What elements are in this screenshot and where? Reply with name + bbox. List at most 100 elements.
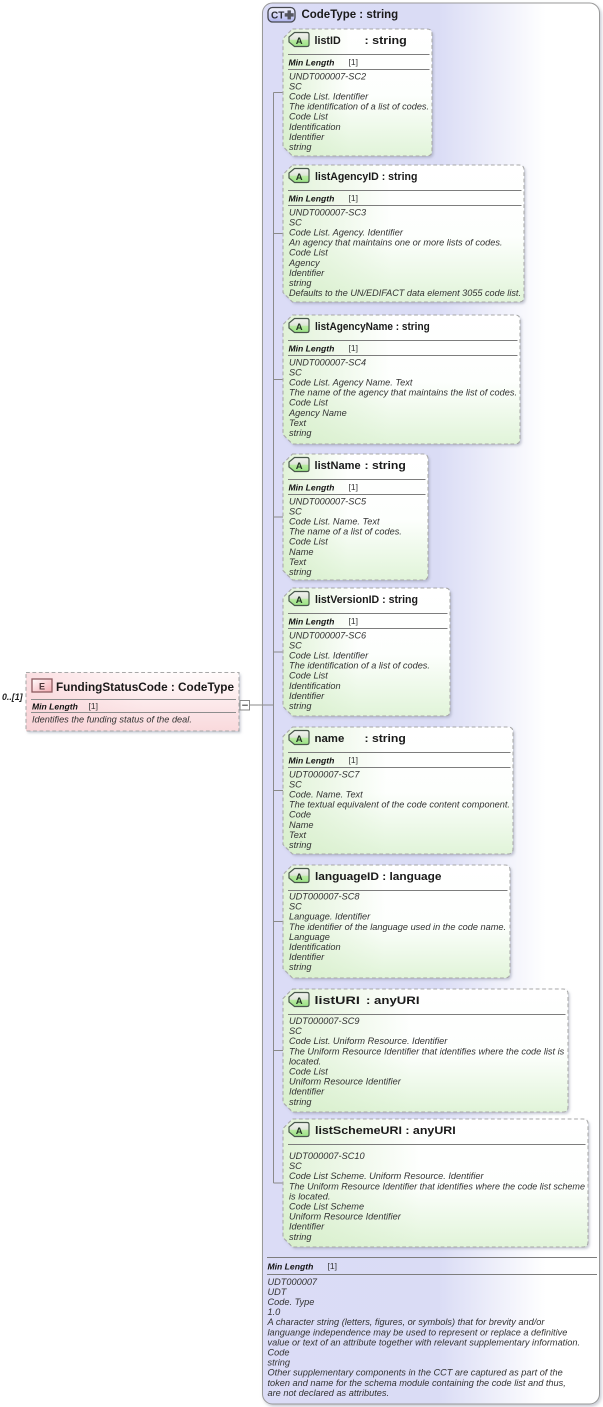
svg-text:Min Length: Min Length <box>289 57 335 67</box>
svg-text:SC: SC <box>289 1161 302 1171</box>
svg-text:Identifier: Identifier <box>289 132 325 142</box>
svg-text:SC: SC <box>289 81 302 91</box>
svg-text:UDT000007-SC7: UDT000007-SC7 <box>289 769 360 779</box>
svg-text:Min Length: Min Length <box>289 616 335 626</box>
svg-text:Defaults to the UN/EDIFACT dat: Defaults to the UN/EDIFACT data element … <box>289 288 521 298</box>
svg-text:Code List: Code List <box>289 398 328 408</box>
svg-text:Text: Text <box>289 830 306 840</box>
svg-text:The identification of a list o: The identification of a list of codes. <box>289 102 429 112</box>
svg-text:[1]: [1] <box>349 616 358 626</box>
svg-text:Other supplementary components: Other supplementary components in the CC… <box>268 1368 563 1378</box>
svg-text:A: A <box>296 734 303 745</box>
svg-text:A: A <box>296 1126 303 1137</box>
svg-text:Min Length: Min Length <box>32 701 78 711</box>
svg-text:Code. Name. Text: Code. Name. Text <box>289 790 363 800</box>
svg-text:A: A <box>296 461 303 472</box>
svg-text:FundingStatusCode : CodeType: FundingStatusCode : CodeType <box>56 682 234 694</box>
svg-text:The identification of a list o: The identification of a list of codes. <box>289 661 430 671</box>
svg-text:[1]: [1] <box>349 755 358 765</box>
svg-text:[1]: [1] <box>349 57 358 67</box>
svg-text:Identification: Identification <box>289 681 341 691</box>
svg-text:SC: SC <box>289 506 302 516</box>
svg-text:The name of the agency that ma: The name of the agency that maintains th… <box>289 388 517 398</box>
svg-text:string: string <box>289 1097 312 1107</box>
svg-text:string: string <box>289 567 312 577</box>
svg-text:A: A <box>296 872 303 883</box>
svg-text:The identifier of the language: The identifier of the language used in t… <box>289 922 506 932</box>
svg-text:A: A <box>296 595 303 606</box>
svg-text:SC: SC <box>289 367 302 377</box>
svg-text:Text: Text <box>289 557 306 567</box>
svg-text:Identifier: Identifier <box>289 691 325 701</box>
svg-text:The textual equivalent of the: The textual equivalent of the code conte… <box>289 800 510 810</box>
svg-text:[1]: [1] <box>349 343 358 353</box>
svg-text:Identifier: Identifier <box>289 952 325 962</box>
svg-text:listName: listName <box>315 460 361 472</box>
svg-text:The Uniform Resource Identifie: The Uniform Resource Identifier that ide… <box>289 1046 565 1056</box>
svg-text:Uniform Resource Identifier: Uniform Resource Identifier <box>289 1212 402 1222</box>
svg-text:Code List Scheme: Code List Scheme <box>289 1202 364 1212</box>
svg-text:Text: Text <box>289 418 306 428</box>
svg-text:The Uniform Resource Identifie: The Uniform Resource Identifier that ide… <box>289 1181 585 1191</box>
svg-text:Min Length: Min Length <box>289 193 335 203</box>
svg-text:1.0: 1.0 <box>268 1307 282 1317</box>
svg-text:Code List. Uniform Resource. I: Code List. Uniform Resource. Identifier <box>289 1036 448 1046</box>
svg-text:UNDT000007-SC3: UNDT000007-SC3 <box>289 207 367 217</box>
svg-text:Identifier: Identifier <box>289 1222 325 1232</box>
svg-text:Code List: Code List <box>289 671 328 681</box>
svg-text:Identifies the funding status: Identifies the funding status of the dea… <box>32 714 192 724</box>
svg-text:SC: SC <box>289 640 302 650</box>
svg-text:name: name <box>315 733 345 745</box>
svg-text:Identification: Identification <box>289 122 341 132</box>
svg-text:Code List. Agency. Identifier: Code List. Agency. Identifier <box>289 228 404 238</box>
svg-text:0..[1]: 0..[1] <box>2 692 24 702</box>
svg-text:Language: Language <box>289 932 330 942</box>
svg-text:string: string <box>289 1232 312 1242</box>
svg-text:UDT000007-SC9: UDT000007-SC9 <box>289 1016 359 1026</box>
svg-text:value or text of an attribute: value or text of an attribute together w… <box>268 1337 581 1347</box>
svg-text:Name: Name <box>289 820 314 830</box>
svg-text:string: string <box>289 278 312 288</box>
svg-text:Min Length: Min Length <box>289 755 335 765</box>
svg-text:Code List Scheme. Uniform Reso: Code List Scheme. Uniform Resource. Iden… <box>289 1171 484 1181</box>
svg-text:[1]: [1] <box>349 193 358 203</box>
svg-text:Code: Code <box>289 810 311 820</box>
svg-text:listSchemeURI : anyURI: listSchemeURI : anyURI <box>315 1125 456 1137</box>
svg-text:: string: : string <box>365 733 406 745</box>
svg-text:: string: : string <box>365 460 406 472</box>
svg-text:A: A <box>296 172 303 183</box>
svg-text:The name of a list of codes.: The name of a list of codes. <box>289 527 402 537</box>
svg-text:Code List. Identifier: Code List. Identifier <box>289 651 369 661</box>
svg-text:Code List: Code List <box>289 248 328 258</box>
svg-text:Min Length: Min Length <box>268 1261 314 1271</box>
svg-text:languageID : language: languageID : language <box>315 871 442 883</box>
svg-text:SC: SC <box>289 902 302 912</box>
svg-text:located.: located. <box>289 1056 321 1066</box>
svg-text:[1]: [1] <box>349 482 358 492</box>
svg-text:CodeType : string: CodeType : string <box>302 9 399 21</box>
svg-text:UDT000007-SC10: UDT000007-SC10 <box>289 1151 365 1161</box>
svg-text:UDT000007-SC8: UDT000007-SC8 <box>289 892 360 902</box>
svg-text:: string: : string <box>365 35 407 47</box>
svg-text:A: A <box>296 996 303 1007</box>
svg-text:UNDT000007-SC4: UNDT000007-SC4 <box>289 357 366 367</box>
svg-text:UNDT000007-SC5: UNDT000007-SC5 <box>289 496 367 506</box>
svg-text:SC: SC <box>289 1026 302 1036</box>
svg-text:[1]: [1] <box>328 1261 337 1271</box>
svg-text:string: string <box>289 962 312 972</box>
svg-text:Code List. Agency Name. Text: Code List. Agency Name. Text <box>289 378 413 388</box>
svg-text:SC: SC <box>289 779 302 789</box>
svg-text:Code List: Code List <box>289 112 328 122</box>
svg-text:E: E <box>39 682 45 692</box>
svg-text:Code List: Code List <box>289 1067 328 1077</box>
svg-text:A: A <box>296 36 303 47</box>
svg-text:Min Length: Min Length <box>289 343 335 353</box>
svg-text:languange independence may be: languange independence may be used to re… <box>268 1327 568 1337</box>
svg-text:A character string (letters, f: A character string (letters, figures, or… <box>267 1317 546 1327</box>
svg-text:CT: CT <box>271 10 284 21</box>
svg-text:listID: listID <box>315 35 341 47</box>
svg-text:listAgencyID : string: listAgencyID : string <box>315 171 417 183</box>
svg-text:listVersionID : string: listVersionID : string <box>315 594 418 606</box>
svg-text:An agency that maintains one o: An agency that maintains one or more lis… <box>288 238 502 248</box>
svg-text:Code: Code <box>268 1348 290 1358</box>
